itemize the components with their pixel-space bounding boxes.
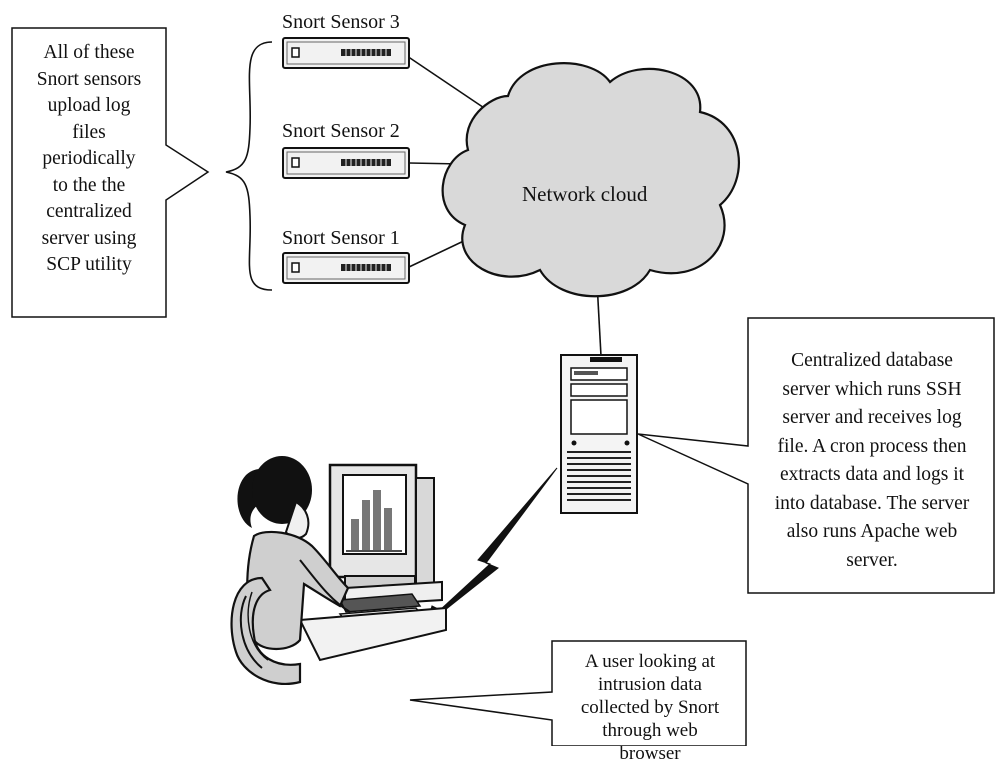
callout-line: into database. The server <box>774 492 970 514</box>
network-cloud-label: Network cloud <box>522 182 648 206</box>
callout-line: server which runs SSH <box>782 378 962 400</box>
network-diagram <box>11 27 995 746</box>
callout-line: A user looking at <box>584 651 716 672</box>
server-callout-text: Centralized database server which runs S… <box>752 347 992 575</box>
callout-line: collected by Snort <box>580 697 720 718</box>
user-at-computer-icon <box>230 456 447 685</box>
rack-sensor-icon <box>282 252 410 284</box>
rack-sensor-icon <box>282 37 410 69</box>
sensor-label-2: Snort Sensor 2 <box>282 120 400 142</box>
callout-line: Centralized database <box>791 350 953 371</box>
sensor-group-brace <box>225 41 273 291</box>
callout-line: files <box>72 121 106 143</box>
sensor-label-1: Snort Sensor 1 <box>282 227 400 249</box>
callout-line: server and receives log <box>782 407 962 428</box>
server-callout-box <box>637 317 995 594</box>
callout-line: SCP utility <box>46 254 132 275</box>
sensor-callout-box <box>11 27 210 318</box>
callout-line: Snort sensors <box>36 68 142 90</box>
sensor-label-3: Snort Sensor 3 <box>282 11 400 33</box>
callout-line: through web <box>602 720 698 741</box>
sensor-callout-text: All of these Snort sensors upload log fi… <box>14 40 164 279</box>
callout-line: centralized <box>46 201 132 222</box>
callout-line: server using <box>41 227 137 249</box>
callout-line: extracts data and logs it <box>779 464 965 485</box>
callout-line: periodically <box>42 148 136 169</box>
callout-line: intrusion data <box>598 674 702 695</box>
callout-line: upload log <box>47 95 131 116</box>
callout-line: file. A cron process then <box>777 435 967 457</box>
user-callout-text: A user looking at intrusion data collect… <box>556 650 744 765</box>
callout-line: server. <box>846 549 898 571</box>
callout-line: All of these <box>43 42 135 63</box>
network-cloud <box>441 62 741 298</box>
lightning-link-icon <box>425 467 558 627</box>
rack-sensor-icon <box>282 147 410 179</box>
callout-line: browser <box>619 743 681 764</box>
callout-line: also runs Apache web <box>786 521 958 542</box>
tower-server-icon <box>560 354 638 514</box>
callout-line: to the the <box>52 174 126 196</box>
user-callout-box <box>409 640 747 746</box>
